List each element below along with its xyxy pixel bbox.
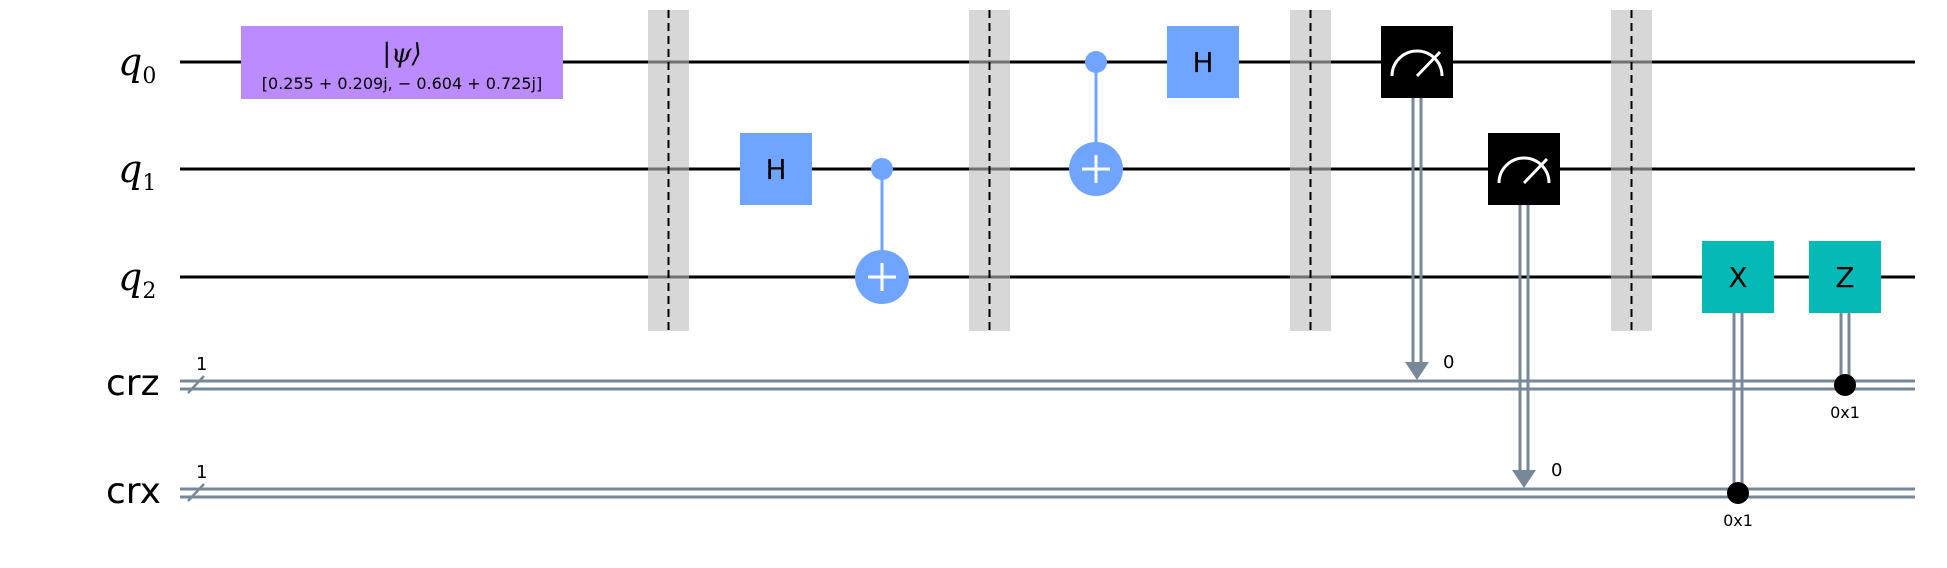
- clbit-label-crx: crx: [106, 471, 161, 512]
- hadamard-gate-q1: H: [740, 133, 812, 205]
- qubit-label-0: q0: [118, 40, 156, 89]
- svg-text:H: H: [765, 153, 786, 186]
- condition-dot: [1834, 374, 1856, 396]
- meter-icon: [1390, 49, 1444, 77]
- initialize-gate-label: |ψ⟩: [382, 39, 421, 69]
- qubit-label-1: q1: [118, 147, 156, 196]
- conditional-x-gate: X 0x1: [1702, 241, 1774, 530]
- measure-arrow-icon: [1512, 470, 1536, 488]
- hadamard-gate-q0: H: [1167, 26, 1239, 98]
- initialize-gate-params: [0.255 + 0.209j, − 0.604 + 0.725j]: [262, 74, 542, 93]
- cnot-gate-q1-q2: [855, 158, 909, 304]
- measure-q1-crx: 0: [1488, 133, 1562, 488]
- conditional-z-gate: Z 0x1: [1809, 241, 1881, 422]
- clbit-size-crz: 1: [196, 354, 207, 375]
- condition-dot: [1727, 482, 1749, 504]
- barrier-2: [969, 10, 1010, 331]
- cnot-control-dot: [871, 158, 893, 180]
- svg-text:X: X: [1728, 261, 1747, 294]
- classical-wire-crx: 1: [180, 462, 1915, 502]
- register-labels: q0 q1 q2 crz crx: [106, 40, 161, 512]
- cnot-control-dot: [1085, 51, 1107, 73]
- clbit-size-crx: 1: [196, 462, 207, 483]
- barrier-1: [648, 10, 689, 331]
- barrier-3: [1290, 10, 1331, 331]
- clbit-label-crz: crz: [106, 363, 160, 404]
- measure-arrow-icon: [1405, 362, 1429, 380]
- svg-text:H: H: [1192, 46, 1213, 79]
- measure-q0-crz: 0: [1381, 26, 1454, 380]
- measure-bit-index: 0: [1551, 460, 1562, 481]
- condition-value: 0x1: [1723, 511, 1753, 530]
- classical-wire-crz: 1: [180, 354, 1915, 394]
- barrier-4: [1611, 10, 1652, 331]
- measure-bit-index: 0: [1443, 352, 1454, 373]
- meter-icon: [1497, 156, 1551, 184]
- cnot-gate-q0-q1: [1069, 51, 1123, 196]
- qubit-label-2: q2: [118, 255, 156, 304]
- condition-value: 0x1: [1830, 403, 1860, 422]
- initialize-gate: |ψ⟩ [0.255 + 0.209j, − 0.604 + 0.725j]: [241, 26, 563, 99]
- svg-text:Z: Z: [1835, 261, 1854, 294]
